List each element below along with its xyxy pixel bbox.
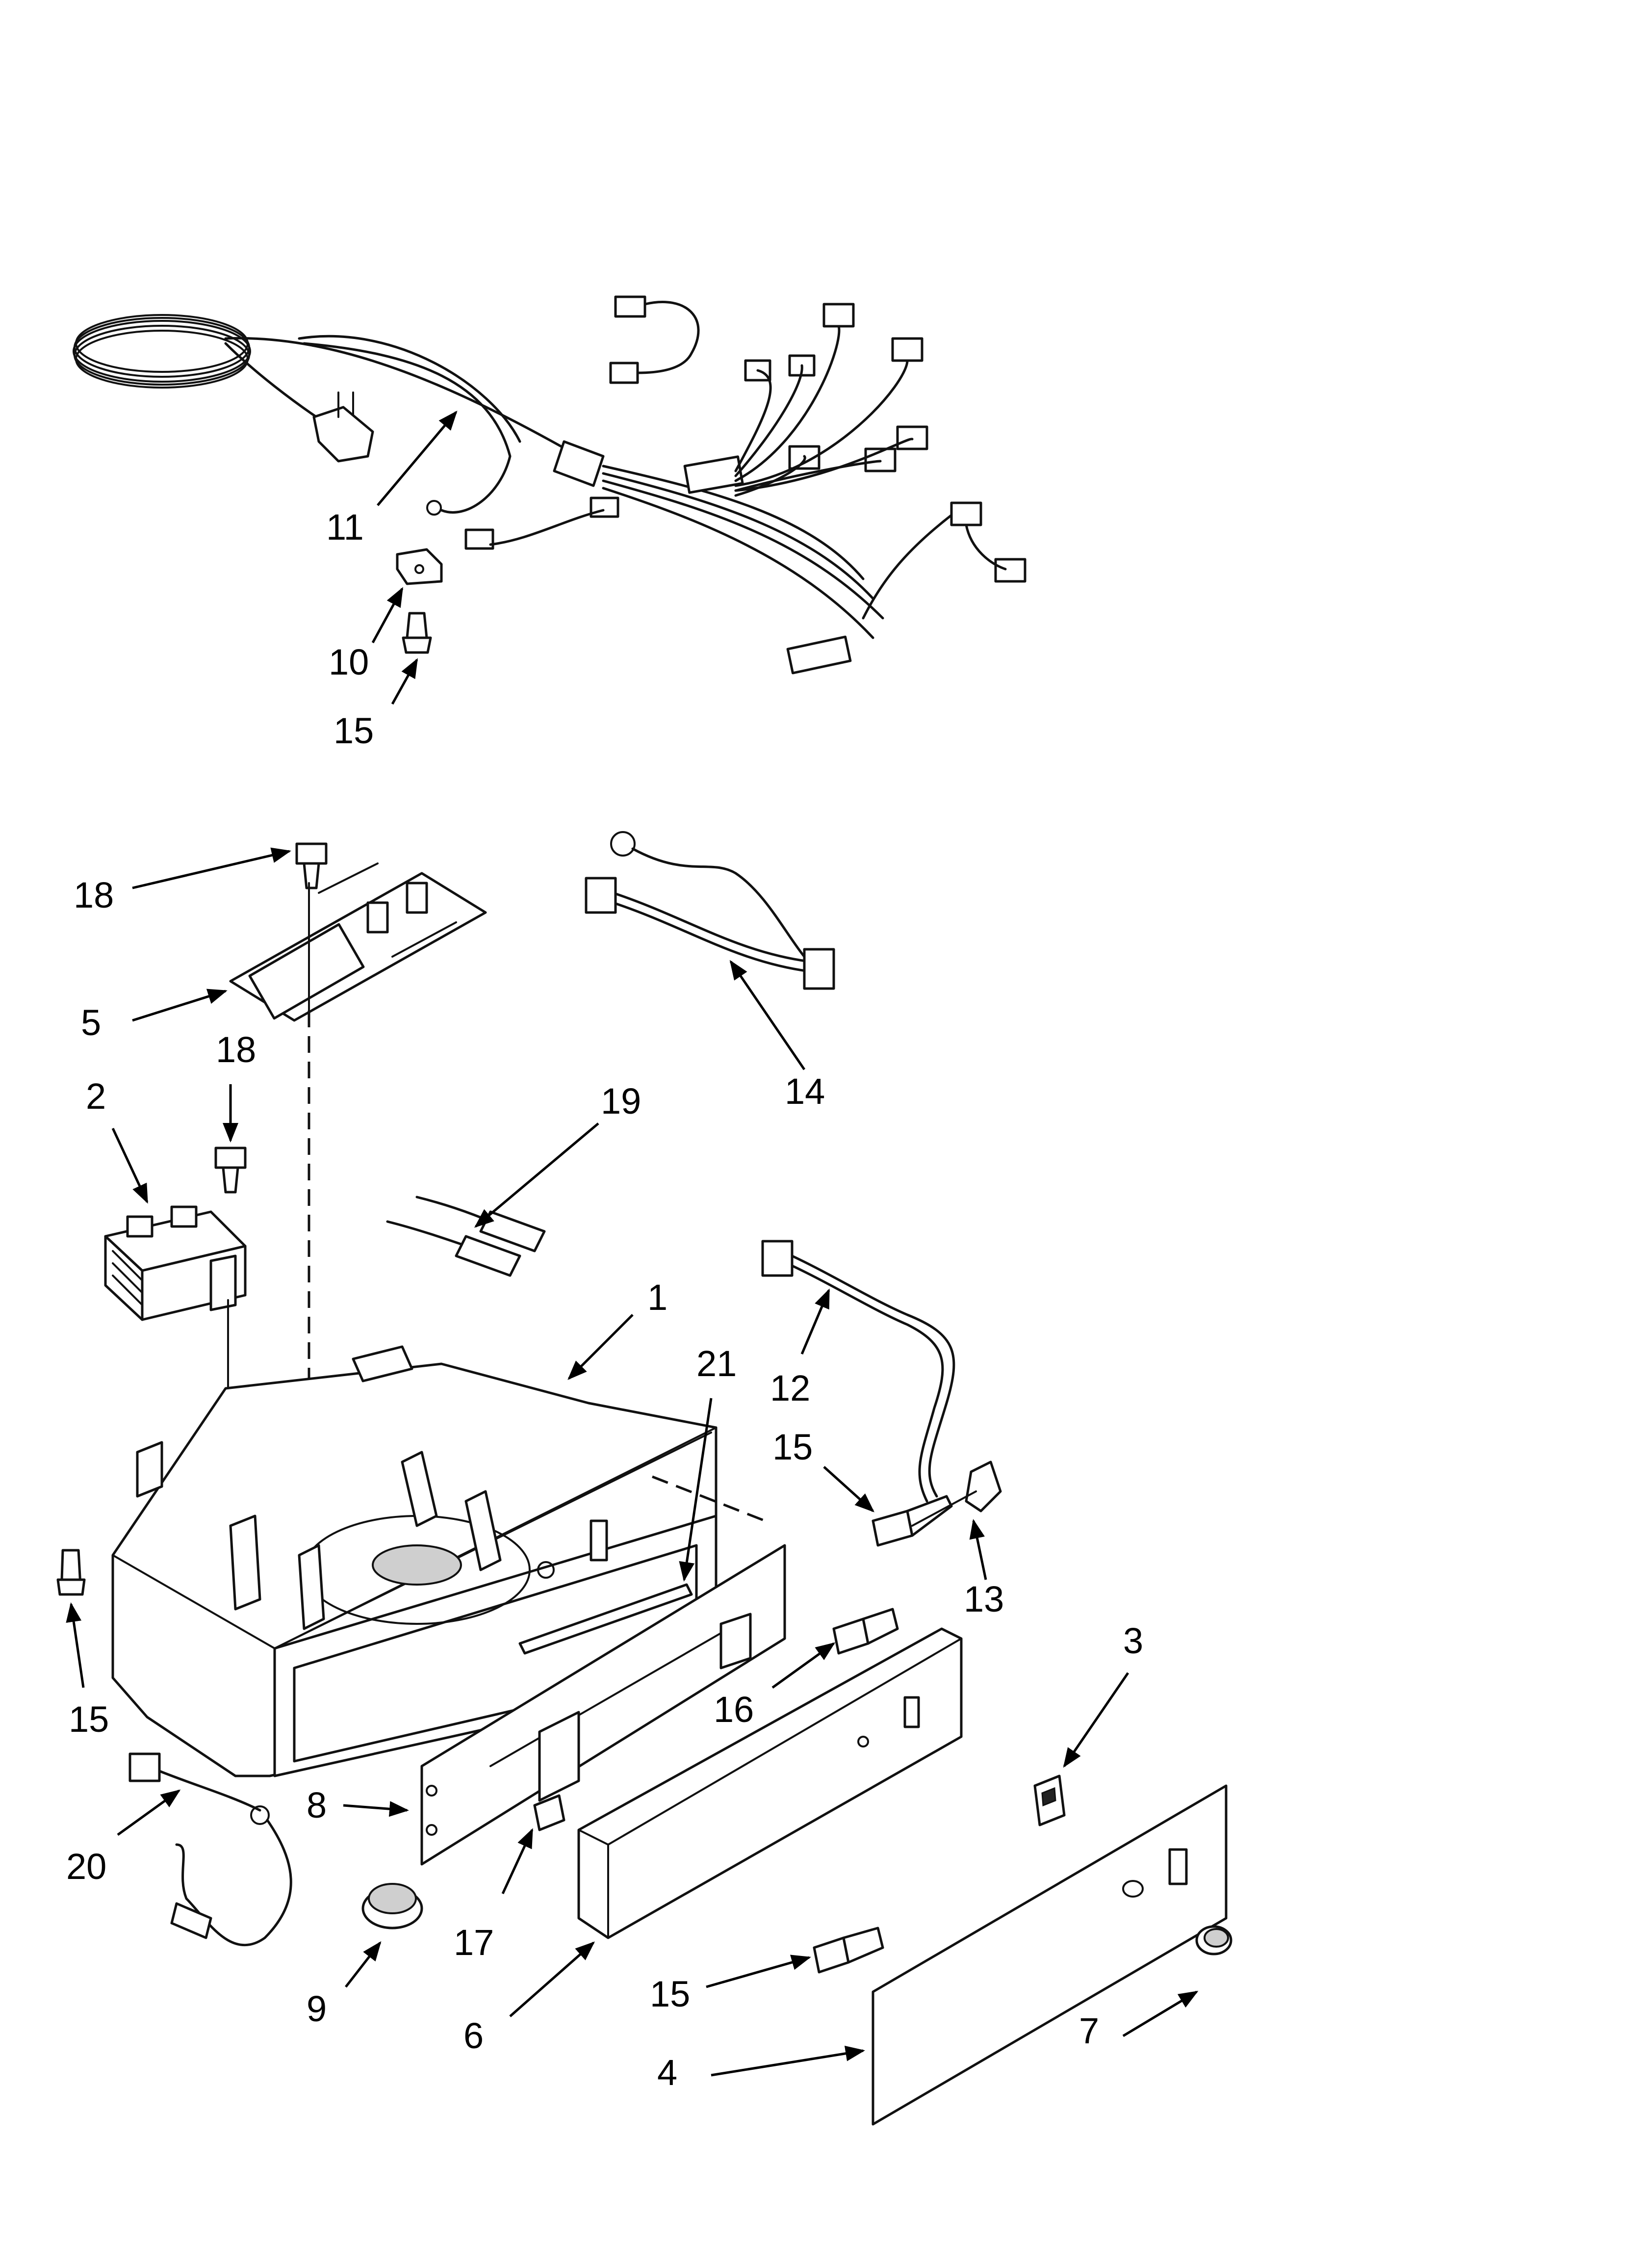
- screw: [295, 842, 328, 889]
- sensor-lead: [128, 1752, 292, 1947]
- callout-15-clip: 15: [772, 1427, 813, 1467]
- callout-17: 17: [454, 1922, 494, 1963]
- callout-5: 5: [81, 1002, 101, 1043]
- callout-12: 12: [770, 1368, 810, 1408]
- callout-8: 8: [307, 1785, 327, 1825]
- callout-16: 16: [714, 1689, 754, 1730]
- callout-14: 14: [785, 1071, 825, 1112]
- callout-11: 11: [326, 507, 364, 547]
- callout-18-board: 18: [74, 875, 114, 915]
- callout-6: 6: [463, 2015, 484, 2056]
- small-clip: [533, 1794, 565, 1831]
- control-board: [229, 862, 487, 1022]
- callout-15-panel: 15: [650, 1974, 690, 2014]
- cord: [761, 1240, 955, 1503]
- bracket: [420, 1544, 786, 1866]
- grille-frame: [577, 1627, 963, 1939]
- screw: [402, 612, 432, 654]
- base-pan: [111, 1345, 718, 1777]
- callout-21: 21: [696, 1343, 737, 1384]
- callout-19: 19: [601, 1081, 641, 1121]
- callout-13: 13: [964, 1579, 1004, 1619]
- clamp: [396, 548, 443, 585]
- wire-lead: [585, 831, 835, 990]
- power-plug: [312, 391, 374, 463]
- callout-15-pan: 15: [69, 1699, 109, 1740]
- thermal-fuse: [386, 1196, 546, 1277]
- callout-10: 10: [329, 642, 369, 682]
- screw: [832, 1608, 899, 1655]
- callout-3: 3: [1123, 1620, 1143, 1661]
- callout-18-transformer: 18: [216, 1029, 256, 1070]
- switch: [1033, 1774, 1066, 1826]
- transformer: [104, 1205, 247, 1321]
- callout-4: 4: [657, 2052, 677, 2093]
- callout-1: 1: [647, 1277, 667, 1318]
- plug-button: [361, 1883, 423, 1929]
- callout-2: 2: [86, 1076, 106, 1117]
- callouts: 1 2 3 4 5 6 7 8 9 10 11 12 13 14 15 15 1: [66, 410, 1199, 2093]
- trim-strip: [518, 1583, 693, 1655]
- knob: [1195, 1925, 1232, 1955]
- clip: [911, 1460, 1002, 1527]
- screw: [813, 1927, 884, 1974]
- callout-7: 7: [1079, 2010, 1099, 2051]
- screw: [214, 1147, 247, 1194]
- callout-9: 9: [307, 1988, 327, 2029]
- front-panel: [872, 1784, 1228, 2126]
- wire-harness: [73, 295, 1026, 675]
- power-cord-coil: [73, 314, 251, 389]
- screw: [872, 1495, 953, 1547]
- callout-15-harness: 15: [334, 710, 374, 751]
- callout-20: 20: [66, 1846, 106, 1887]
- screw: [56, 1549, 86, 1596]
